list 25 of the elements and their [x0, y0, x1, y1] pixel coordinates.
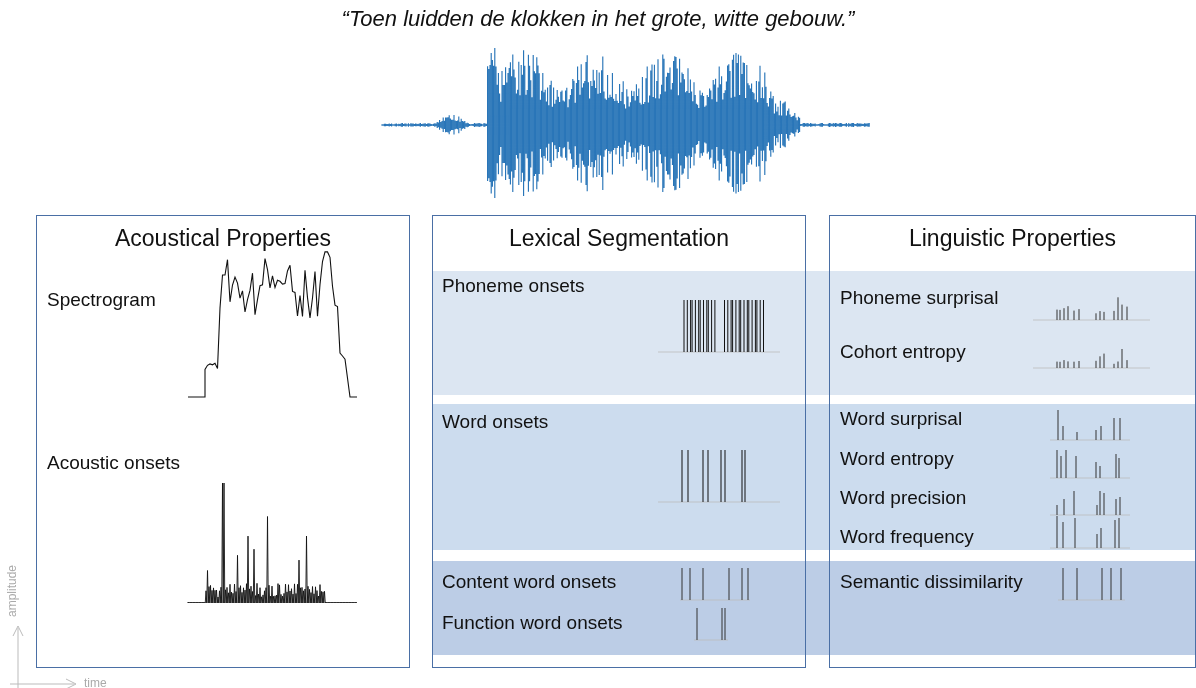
feature-label: Spectrogram: [47, 289, 156, 311]
feature-label: Word precision: [840, 487, 967, 509]
feature-label: Word surprisal: [840, 408, 963, 430]
panel-box: [36, 215, 410, 668]
panel-box: [829, 215, 1196, 668]
panel-heading: Lexical Segmentation: [508, 224, 730, 252]
feature-label: Word entropy: [840, 448, 954, 470]
feature-label: Cohort entropy: [840, 341, 966, 363]
title-quote: “Toen luidden de klokken in het grote, witte gebouw.”: [340, 8, 856, 30]
axis-label: amplitude: [4, 565, 20, 617]
row-band: [432, 561, 1196, 655]
feature-label: Content word onsets: [442, 571, 617, 593]
feature-label: Word frequency: [840, 526, 974, 548]
feature-label: Acoustic onsets: [47, 452, 181, 474]
row-band: [432, 271, 1196, 395]
feature-label: Word onsets: [442, 411, 549, 433]
feature-label: Phoneme onsets: [442, 275, 585, 297]
feature-label: Function word onsets: [442, 612, 623, 634]
feature-label: Semantic dissimilarity: [840, 571, 1023, 593]
axis-label: time: [84, 675, 107, 688]
feature-label: Phoneme surprisal: [840, 287, 999, 309]
panel-heading: Acoustical Properties: [113, 224, 332, 252]
row-band: [432, 404, 1196, 550]
panel-heading: Linguistic Properties: [907, 224, 1118, 252]
panel-box: [432, 215, 806, 668]
